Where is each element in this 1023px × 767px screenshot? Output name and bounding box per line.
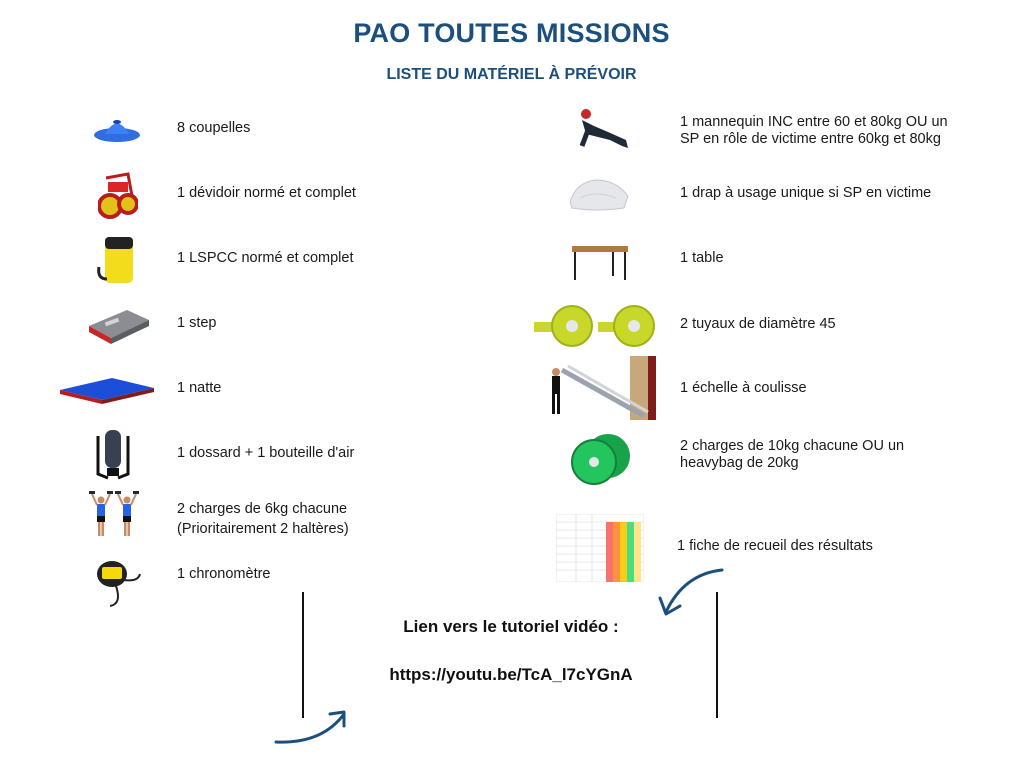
item-label: 1 natte bbox=[177, 380, 222, 396]
mannequin-icon bbox=[579, 109, 628, 148]
arrow-down-left-icon bbox=[658, 568, 724, 616]
list-item: 1 drap à usage unique si SP en victime bbox=[520, 172, 1000, 216]
ladder-icon bbox=[552, 356, 656, 420]
item-label: 1 dévidoir normé et complet bbox=[177, 185, 356, 201]
cone-icon bbox=[94, 120, 140, 142]
page-subtitle: LISTE DU MATÉRIEL À PRÉVOIR bbox=[386, 66, 637, 83]
item-label: 1 fiche de recueil des résultats bbox=[677, 538, 873, 554]
list-item: 2 tuyaux de diamètre 45 bbox=[520, 300, 1000, 350]
list-item: 1 dossard + 1 bouteille d'air bbox=[0, 426, 500, 482]
list-item: 8 coupelles bbox=[0, 105, 500, 155]
item-label: 2 charges de 10kg chacune OU un heavybag… bbox=[680, 438, 904, 472]
item-label-line1: 1 mannequin INC entre 60 et 80kg OU un bbox=[680, 114, 948, 130]
list-item: 2 charges de 10kg chacune OU un heavybag… bbox=[520, 428, 1000, 488]
list-item: 1 step bbox=[0, 300, 500, 350]
hose-rolls-icon bbox=[534, 305, 655, 347]
list-item: 1 mannequin INC entre 60 et 80kg OU un S… bbox=[520, 104, 1000, 156]
item-label: 2 charges de 6kg chacune (Prioritairemen… bbox=[177, 501, 349, 538]
item-label-line1: 2 charges de 6kg chacune bbox=[177, 501, 348, 517]
step-icon bbox=[89, 310, 149, 344]
item-label: 1 table bbox=[680, 250, 724, 266]
item-label: 1 échelle à coulisse bbox=[680, 380, 807, 396]
item-label: 1 chronomètre bbox=[177, 566, 271, 582]
dumbbell-people-icon bbox=[89, 491, 139, 536]
list-item: 1 fiche de recueil des résultats bbox=[520, 514, 1000, 584]
item-label: 1 dossard + 1 bouteille d'air bbox=[177, 445, 355, 461]
stopwatch-icon bbox=[97, 561, 141, 607]
item-label: 1 LSPCC normé et complet bbox=[177, 250, 354, 266]
item-label-line2: (Prioritairement 2 haltères) bbox=[177, 521, 349, 537]
item-label: 8 coupelles bbox=[177, 120, 251, 136]
video-heading: Lien vers le tutoriel vidéo : bbox=[403, 617, 619, 636]
list-item: 1 chronomètre bbox=[0, 556, 500, 612]
list-item: 1 table bbox=[520, 238, 1000, 284]
item-label: 1 mannequin INC entre 60 et 80kg OU un S… bbox=[680, 114, 948, 148]
table-icon bbox=[572, 246, 628, 280]
video-link[interactable]: https://youtu.be/TcA_l7cYGnA bbox=[389, 665, 633, 684]
hose-reel-icon bbox=[98, 172, 138, 219]
item-label-line2: SP en rôle de victime entre 60kg et 80kg bbox=[680, 131, 941, 147]
page-title: PAO TOUTES MISSIONS bbox=[353, 18, 670, 48]
list-item: 1 LSPCC normé et complet bbox=[0, 235, 500, 289]
mat-icon bbox=[60, 378, 154, 404]
result-sheet-icon bbox=[556, 514, 644, 582]
list-item: 1 échelle à coulisse bbox=[520, 356, 1000, 420]
item-label: 1 drap à usage unique si SP en victime bbox=[680, 185, 932, 201]
item-label: 2 tuyaux de diamètre 45 bbox=[680, 316, 836, 332]
list-item: 1 natte bbox=[0, 368, 500, 414]
list-item: 1 dévidoir normé et complet bbox=[0, 168, 500, 224]
right-divider bbox=[716, 592, 718, 718]
breathing-apparatus-icon bbox=[96, 430, 130, 480]
weight-plates-icon bbox=[571, 434, 630, 485]
item-label-line2: heavybag de 20kg bbox=[680, 455, 799, 471]
list-item: 2 charges de 6kg chacune (Prioritairemen… bbox=[0, 488, 500, 544]
rescue-bag-icon bbox=[97, 237, 133, 283]
item-label: 1 step bbox=[177, 315, 217, 331]
left-divider bbox=[302, 592, 304, 718]
arrow-up-right-icon bbox=[274, 710, 346, 744]
sheet-icon bbox=[569, 179, 629, 211]
item-label-line1: 2 charges de 10kg chacune OU un bbox=[680, 438, 905, 454]
